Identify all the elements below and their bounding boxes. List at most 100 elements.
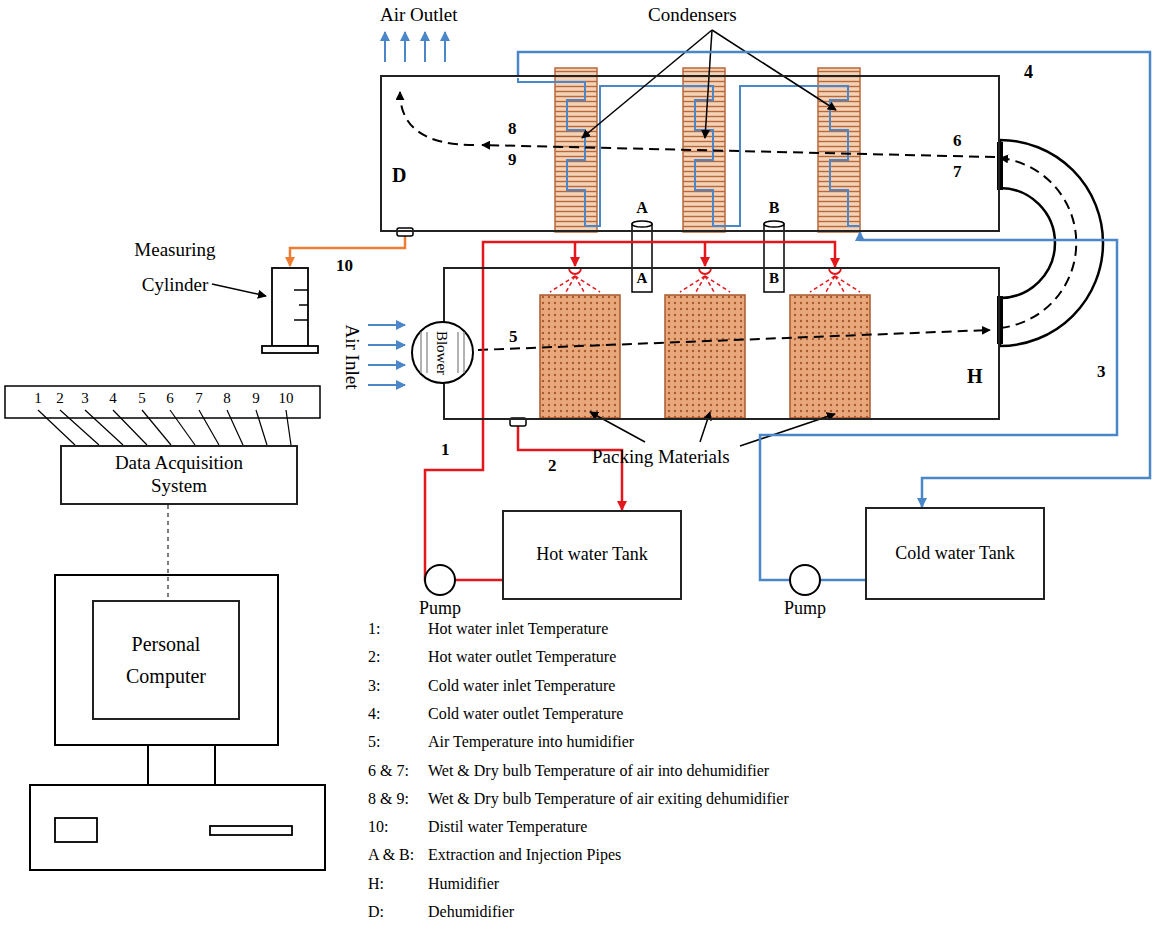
part-label: Measuring Cylinder bbox=[108, 232, 242, 302]
channel-number: 5 bbox=[138, 390, 146, 407]
air-outlet-arrow bbox=[444, 32, 446, 62]
process-box: Data Acquisition System bbox=[60, 445, 298, 505]
channel-number: 8 bbox=[223, 390, 231, 407]
drain-fitting bbox=[397, 228, 413, 236]
leader-line bbox=[590, 412, 645, 442]
key-text: Air Temperature into humidifier bbox=[428, 733, 634, 751]
key-text: 6 & 7: bbox=[368, 762, 409, 780]
callout-number: 9 bbox=[508, 150, 517, 170]
callout-number: 10 bbox=[336, 256, 353, 276]
key-text: 1: bbox=[368, 620, 380, 638]
monitor-stand bbox=[148, 745, 215, 785]
key-text: Dehumidifier bbox=[428, 903, 514, 921]
pipe-letter: B bbox=[768, 270, 780, 287]
channel-number: 10 bbox=[279, 390, 294, 407]
pipe-end bbox=[764, 221, 784, 227]
leader-line bbox=[582, 30, 712, 138]
spray-line bbox=[566, 276, 575, 292]
packing-material bbox=[665, 295, 745, 418]
water-spray bbox=[550, 276, 860, 292]
part-label: Pump bbox=[784, 598, 826, 619]
node-text: Hot water Tank bbox=[536, 544, 647, 566]
key-text: A & B: bbox=[368, 846, 414, 864]
key-text: Hot water inlet Temperature bbox=[428, 620, 608, 638]
callout-number: 8 bbox=[508, 119, 517, 139]
callout-number: 3 bbox=[1097, 362, 1106, 382]
sensor-wire bbox=[199, 410, 219, 445]
dehumidifier-housing: D bbox=[380, 75, 1000, 232]
key-text: Humidifier bbox=[428, 875, 499, 893]
callout-number: 1 bbox=[441, 440, 450, 460]
blower-symbol: Blower bbox=[410, 320, 475, 385]
spray-line bbox=[550, 276, 575, 292]
part-label: Condensers bbox=[648, 4, 737, 26]
sensor-wires bbox=[38, 410, 291, 445]
air-inlet-arrow bbox=[368, 344, 405, 346]
sensor-wire bbox=[170, 410, 195, 445]
key-text: 10: bbox=[368, 818, 388, 836]
key-text: Wet & Dry bulb Temperature of air exitin… bbox=[428, 790, 789, 808]
node-text: Data Acquisition System bbox=[92, 452, 266, 498]
callout-number: 5 bbox=[509, 327, 518, 347]
callout-number: 7 bbox=[953, 162, 962, 182]
screen-box: Personal Computer bbox=[92, 600, 240, 720]
air-outlet-arrow bbox=[384, 32, 386, 62]
sensor-wire bbox=[227, 410, 243, 445]
sensor-wire bbox=[286, 410, 291, 445]
spray-line bbox=[705, 276, 714, 292]
blower-vane bbox=[420, 332, 422, 373]
callout-number: 6 bbox=[953, 131, 962, 151]
condenser bbox=[818, 68, 860, 232]
key-text: 8 & 9: bbox=[368, 790, 409, 808]
air-path bbox=[478, 330, 990, 350]
blower-vane bbox=[463, 332, 465, 373]
packing-material bbox=[790, 295, 870, 418]
channel-number: 9 bbox=[252, 390, 260, 407]
spray-line bbox=[575, 276, 600, 292]
sensor-wire bbox=[256, 410, 267, 445]
channel-number: 3 bbox=[81, 390, 89, 407]
pipe-connector bbox=[760, 232, 1117, 580]
hot-water-pipe bbox=[704, 242, 707, 266]
key-text: D: bbox=[368, 903, 384, 921]
cooling-coil bbox=[518, 78, 585, 226]
node-text: Blower bbox=[433, 330, 451, 374]
leader-line bbox=[712, 30, 836, 110]
humidifier-housing: HBlower bbox=[443, 267, 1000, 420]
spray-line bbox=[835, 276, 860, 292]
graduation bbox=[299, 304, 308, 306]
part-label: Packing Materials bbox=[592, 446, 730, 468]
sensor-wire bbox=[142, 410, 171, 445]
pump-symbol bbox=[425, 565, 455, 595]
key-text: Wet & Dry bulb Temperature of air into d… bbox=[428, 762, 769, 780]
graduation bbox=[294, 289, 308, 291]
key-text: 2: bbox=[368, 648, 380, 666]
pipe-letter: A bbox=[636, 270, 649, 287]
hot-water-pipe bbox=[574, 242, 577, 266]
pipe-letter: B bbox=[769, 199, 780, 217]
key-text: Cold water outlet Temperature bbox=[428, 705, 623, 723]
sensor-wire bbox=[38, 410, 75, 445]
spray-line bbox=[835, 276, 844, 292]
spray-line bbox=[810, 276, 835, 292]
key-text: Hot water outlet Temperature bbox=[428, 648, 616, 666]
channel-number: 1 bbox=[34, 390, 42, 407]
duct-flange bbox=[997, 296, 1003, 344]
pipe-letter: A bbox=[636, 199, 648, 217]
injection-pipe bbox=[764, 224, 784, 292]
computer-case bbox=[30, 785, 325, 870]
drive-slot bbox=[55, 818, 97, 842]
extraction-pipe bbox=[632, 224, 652, 292]
air-duct bbox=[1000, 140, 1103, 346]
air-inlet-arrow bbox=[368, 384, 405, 386]
condenser bbox=[555, 68, 597, 232]
channel-number: 2 bbox=[56, 390, 64, 407]
leader-line bbox=[212, 284, 266, 296]
key-text: 5: bbox=[368, 733, 380, 751]
measuring-cylinder bbox=[272, 268, 308, 346]
air-path bbox=[482, 145, 995, 157]
spray-line bbox=[705, 276, 730, 292]
key-text: 3: bbox=[368, 677, 380, 695]
duct-flange bbox=[997, 142, 1003, 190]
pump-symbol bbox=[790, 565, 820, 595]
